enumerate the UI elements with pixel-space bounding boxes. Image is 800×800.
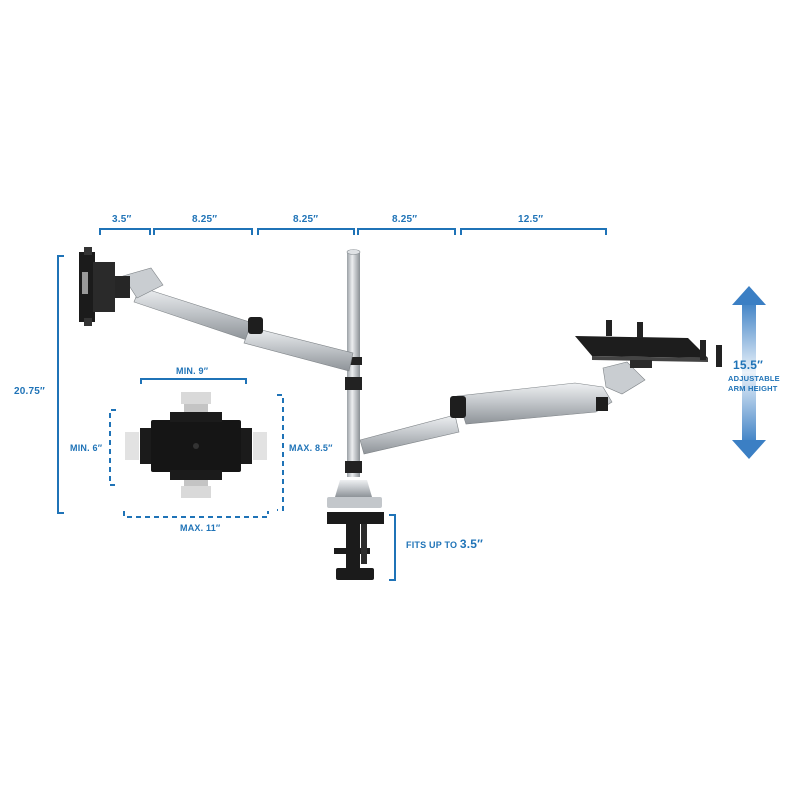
clamp-label-value: 3.5″: [459, 537, 484, 551]
dimension-label-1: 3.5″: [112, 214, 132, 225]
center-pole: [345, 249, 362, 477]
laptop-tray: [575, 320, 722, 368]
tablet-max-height-label: MAX. 8.5″: [289, 443, 333, 453]
tablet-min-height-label: MIN. 6″: [70, 443, 103, 453]
height-bracket: [57, 255, 64, 514]
dimension-label-3: 8.25″: [293, 214, 319, 225]
height-arrow: [732, 286, 766, 459]
tablet-min-width-label: MIN. 9″: [176, 366, 209, 376]
desk-clamp: [327, 480, 384, 580]
tablet-holder-front: [125, 392, 267, 498]
clamp-label-prefix: FITS UP TO: [406, 540, 460, 550]
tablet-dimension-brackets: [109, 378, 284, 518]
total-height-label: 20.75″: [14, 386, 46, 397]
lower-arm: [359, 361, 646, 455]
tablet-holder-side: [79, 247, 115, 326]
clamp-label: FITS UP TO 3.5″: [406, 537, 483, 551]
tablet-max-width-label: MAX. 11″: [180, 523, 221, 533]
arm-height-line2: ARM HEIGHT: [728, 384, 778, 393]
top-dimension-brackets: [99, 228, 607, 235]
upper-arm: [110, 267, 354, 372]
arm-height-line1: ADJUSTABLE: [728, 374, 780, 383]
dimension-label-4: 8.25″: [392, 214, 418, 225]
dimension-label-5: 12.5″: [518, 214, 544, 225]
arm-height-value: 15.5″: [733, 358, 764, 372]
dimension-label-2: 8.25″: [192, 214, 218, 225]
clamp-bracket: [389, 514, 396, 581]
